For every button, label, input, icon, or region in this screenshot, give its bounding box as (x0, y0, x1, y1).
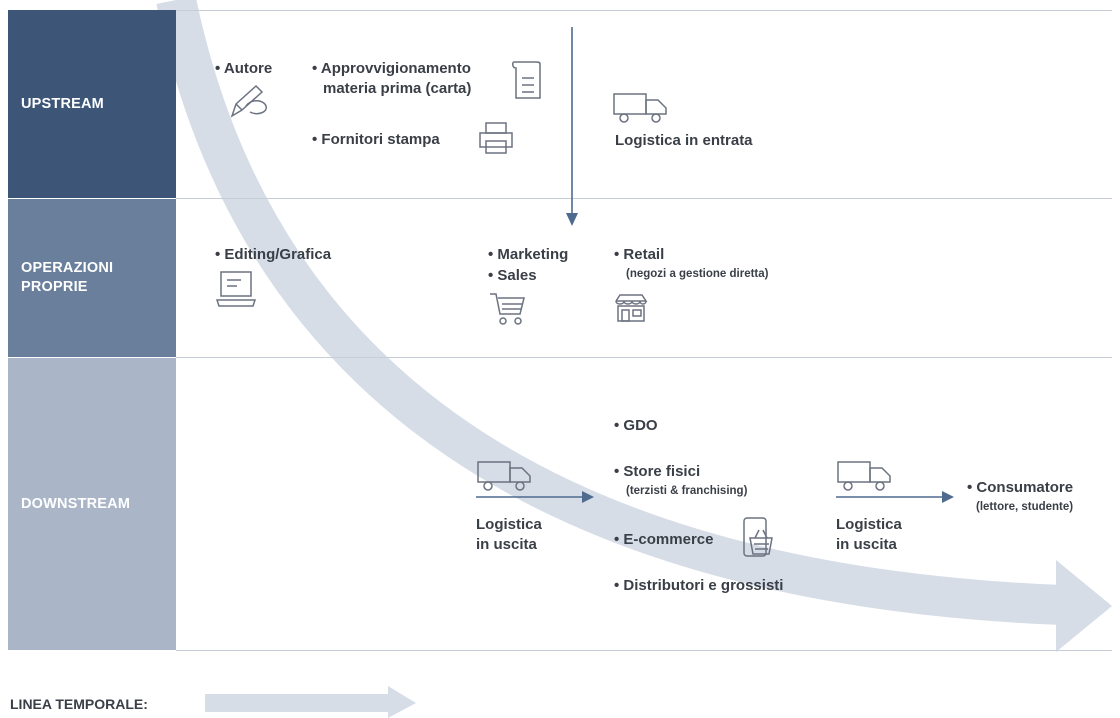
band-operations: OPERAZIONI PROPRIE (8, 199, 176, 357)
band-downstream-label: DOWNSTREAM (21, 495, 131, 512)
outbound-logistics-1-line1: Logistica (476, 516, 542, 533)
retail-subtitle: (negozi a gestione diretta) (626, 268, 769, 280)
ecommerce-label: • E-commerce (614, 531, 714, 548)
band-downstream: DOWNSTREAM (8, 358, 176, 650)
distributors-label: • Distributori e grossisti (614, 577, 784, 594)
band-operations-label: OPERAZIONI PROPRIE (21, 259, 113, 297)
truck-icon-outbound-2 (836, 458, 892, 497)
timeline-legend-label: LINEA TEMPORALE: (10, 696, 148, 712)
outbound-logistics-1-line2: in uscita (476, 536, 537, 553)
raw-material-line1: • Approvvigionamento (312, 60, 471, 77)
pen-hand-icon (228, 82, 270, 125)
raw-material-line2: materia prima (carta) (323, 80, 472, 97)
consumer-label: • Consumatore (lettore, studente) (967, 478, 1073, 514)
retail-label: • Retail (negozi a gestione diretta) (614, 245, 769, 281)
physical-stores-subtitle: (terzisti & franchising) (626, 485, 748, 497)
consumer-title: • Consumatore (967, 479, 1074, 496)
raw-material-label: • Approvvigionamento materia prima (cart… (312, 59, 471, 99)
physical-stores-label: • Store fisici (terzisti & franchising) (614, 462, 747, 498)
paper-roll-icon (510, 58, 544, 107)
band-upstream-label: UPSTREAM (21, 95, 104, 112)
divider-operations-downstream (176, 357, 1112, 358)
editing-label: • Editing/Grafica (215, 246, 332, 263)
outbound-logistics-2-line1: Logistica (836, 516, 902, 533)
truck-icon-outbound-1 (476, 458, 532, 497)
inbound-logistics-label: Logistica in entrata (615, 132, 753, 149)
band-upstream: UPSTREAM (8, 10, 176, 198)
laptop-icon (215, 270, 257, 313)
outbound-logistics-2-label: Logistica in uscita (836, 515, 902, 555)
band-operations-label-line1: OPERAZIONI (21, 260, 114, 276)
consumer-subtitle: (lettore, studente) (976, 501, 1074, 513)
physical-stores-title: • Store fisici (614, 463, 701, 480)
printer-icon (476, 121, 516, 160)
truck-icon-inbound (612, 90, 668, 129)
divider-upstream-operations (176, 198, 1112, 199)
mobile-shopping-icon (740, 516, 776, 565)
shop-icon (614, 293, 648, 328)
shopping-cart-icon (488, 290, 528, 333)
print-suppliers-label: • Fornitori stampa (312, 131, 440, 148)
outbound-logistics-2-line2: in uscita (836, 536, 897, 553)
gdo-label: • GDO (614, 417, 658, 434)
band-operations-label-line2: PROPRIE (21, 279, 88, 295)
divider-top (176, 10, 1112, 11)
retail-title: • Retail (614, 246, 665, 263)
divider-bottom (176, 650, 1112, 651)
author-label: • Autore (215, 60, 273, 77)
sales-label: • Sales (488, 267, 537, 284)
marketing-label: • Marketing (488, 246, 569, 263)
outbound-logistics-1-label: Logistica in uscita (476, 515, 542, 555)
